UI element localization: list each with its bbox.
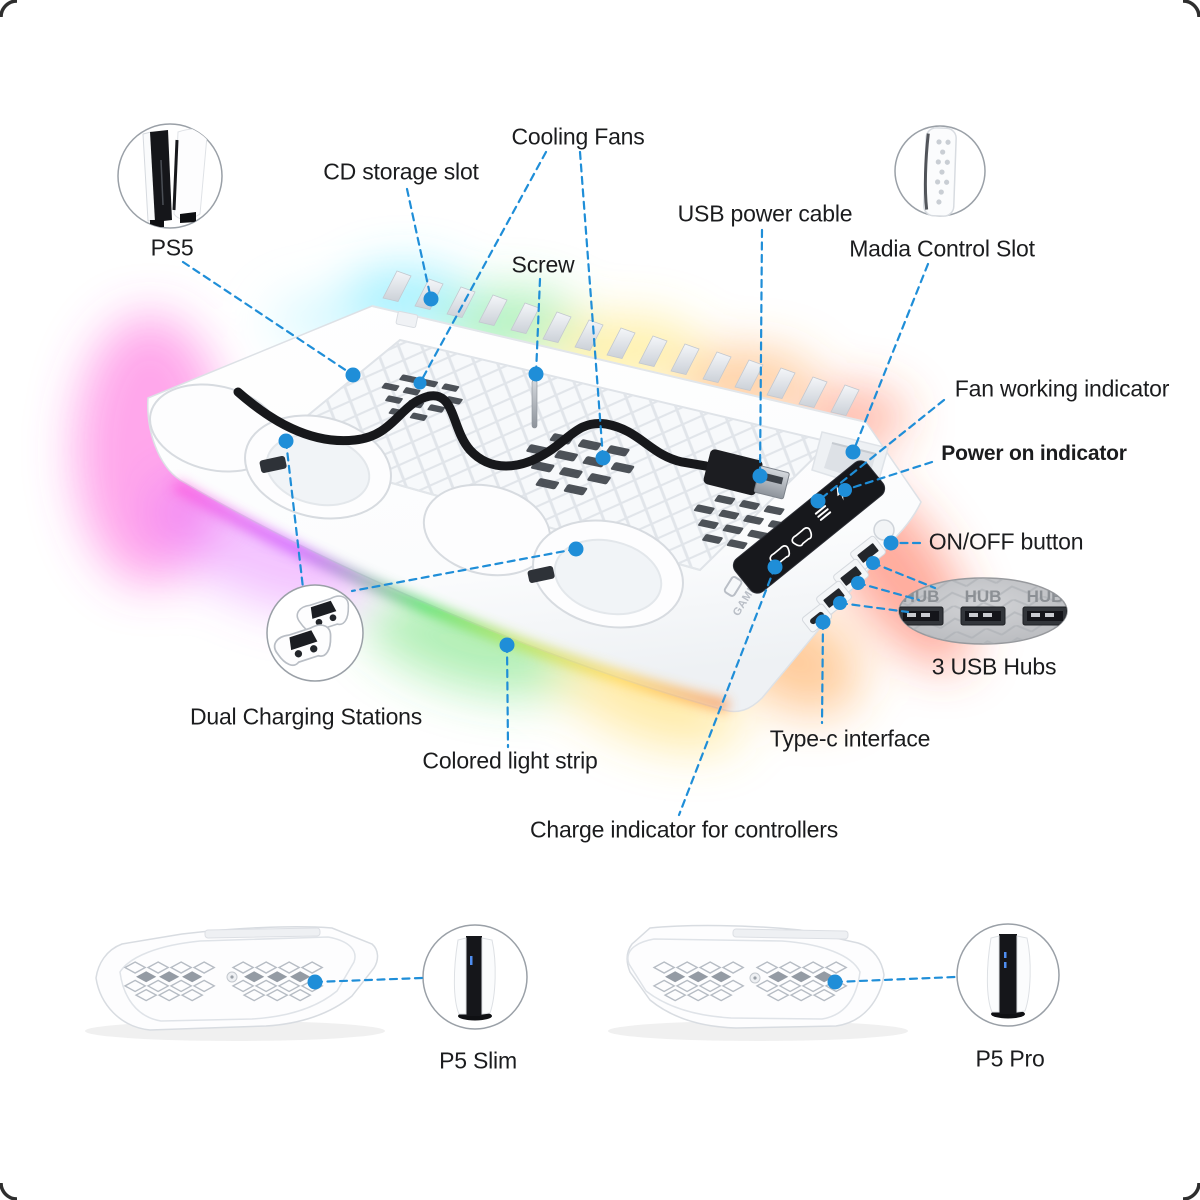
leader-fan-indicator <box>816 398 946 503</box>
callout-p5-pro: P5 Pro <box>975 1045 1045 1072</box>
leader-cooling-fans-right <box>578 150 605 460</box>
leader-hub-1 <box>871 561 937 590</box>
callout-ps5: PS5 <box>150 234 194 261</box>
leader-charge-indicator <box>677 565 777 817</box>
marker-dot <box>528 366 544 382</box>
callout-usb-power-cable: USB power cable <box>677 200 853 227</box>
leader-screw <box>534 277 542 376</box>
leader-hub-2 <box>856 581 921 602</box>
marker-dot <box>810 493 826 509</box>
marker-dots <box>278 291 899 990</box>
controllers-inset <box>266 584 364 682</box>
leader-power-indicator <box>843 460 934 492</box>
callout-on-off-button: ON/OFF button <box>928 528 1084 555</box>
callout-dual-charging-stations: Dual Charging Stations <box>189 703 423 730</box>
media-remote-inset <box>894 125 986 217</box>
leader-lines <box>181 150 957 984</box>
marker-dot <box>423 291 439 307</box>
marker-dot <box>752 468 768 484</box>
callout-colored-light-strip: Colored light strip <box>422 747 598 774</box>
marker-dot <box>833 596 847 610</box>
callout-3-usb-hubs: 3 USB Hubs <box>931 653 1057 680</box>
marker-dot <box>851 576 865 590</box>
marker-dot <box>568 541 584 557</box>
p5-pro-console-inset <box>956 923 1060 1027</box>
svg-text:HUB: HUB <box>1027 587 1064 606</box>
marker-dot <box>345 367 361 383</box>
edge-notch <box>395 310 419 329</box>
leader-ps5 <box>181 260 355 377</box>
callout-media-control-slot: Madia Control Slot <box>849 235 1035 262</box>
callout-fan-working-indicator: Fan working indicator <box>954 375 1170 402</box>
ps5-console-inset <box>117 123 223 229</box>
marker-dot <box>845 444 861 460</box>
leader-cooling-fans-left <box>418 150 548 385</box>
leader-dual-charging-left <box>284 439 305 590</box>
usb-hub-zoom-inset: HUB HUB HUB <box>898 577 1068 645</box>
gamepad-logo-icon <box>723 576 743 597</box>
callout-cd-storage-slot: CD storage slot <box>323 158 479 185</box>
callout-charge-indicator: Charge indicator for controllers <box>529 816 839 843</box>
dock-usbc-prongs <box>259 455 555 583</box>
leader-dual-charging-right <box>350 547 578 593</box>
marker-dot <box>827 974 843 990</box>
marker-dot <box>307 974 323 990</box>
leader-usb-power <box>758 228 764 478</box>
marker-dot <box>499 637 515 653</box>
leader-cd-storage <box>405 187 433 301</box>
leader-type-c <box>820 620 825 725</box>
marker-dot <box>866 556 880 570</box>
leader-light-strip <box>505 643 510 749</box>
p5-slim-console-inset <box>422 924 528 1030</box>
callout-cooling-fans: Cooling Fans <box>511 123 645 150</box>
callout-power-on-indicator: Power on indicator <box>941 442 1127 465</box>
colored-light-strip <box>172 480 730 712</box>
fan-working-icon <box>814 505 832 521</box>
callout-screw: Screw <box>511 251 575 278</box>
svg-text:HUB: HUB <box>965 587 1002 606</box>
p5-pro-base-plate <box>608 924 908 1041</box>
leader-media-slot <box>851 262 930 454</box>
hub-port-icon <box>899 606 1067 626</box>
p5-slim-base-plate <box>85 926 385 1041</box>
marker-dot <box>767 559 783 575</box>
leader-p5-pro <box>833 975 957 984</box>
screw-pin <box>531 379 538 429</box>
marker-dot <box>278 433 294 449</box>
callout-type-c-interface: Type-c interface <box>769 725 931 752</box>
on-off-button <box>873 519 895 541</box>
marker-dot <box>883 535 899 551</box>
callout-p5-slim: P5 Slim <box>439 1047 517 1074</box>
leader-hub-3 <box>838 601 910 614</box>
marker-dot <box>838 483 852 497</box>
marker-dot <box>413 376 427 390</box>
marker-dot <box>815 614 831 630</box>
leader-p5-slim <box>313 976 424 984</box>
marker-dot <box>595 450 611 466</box>
